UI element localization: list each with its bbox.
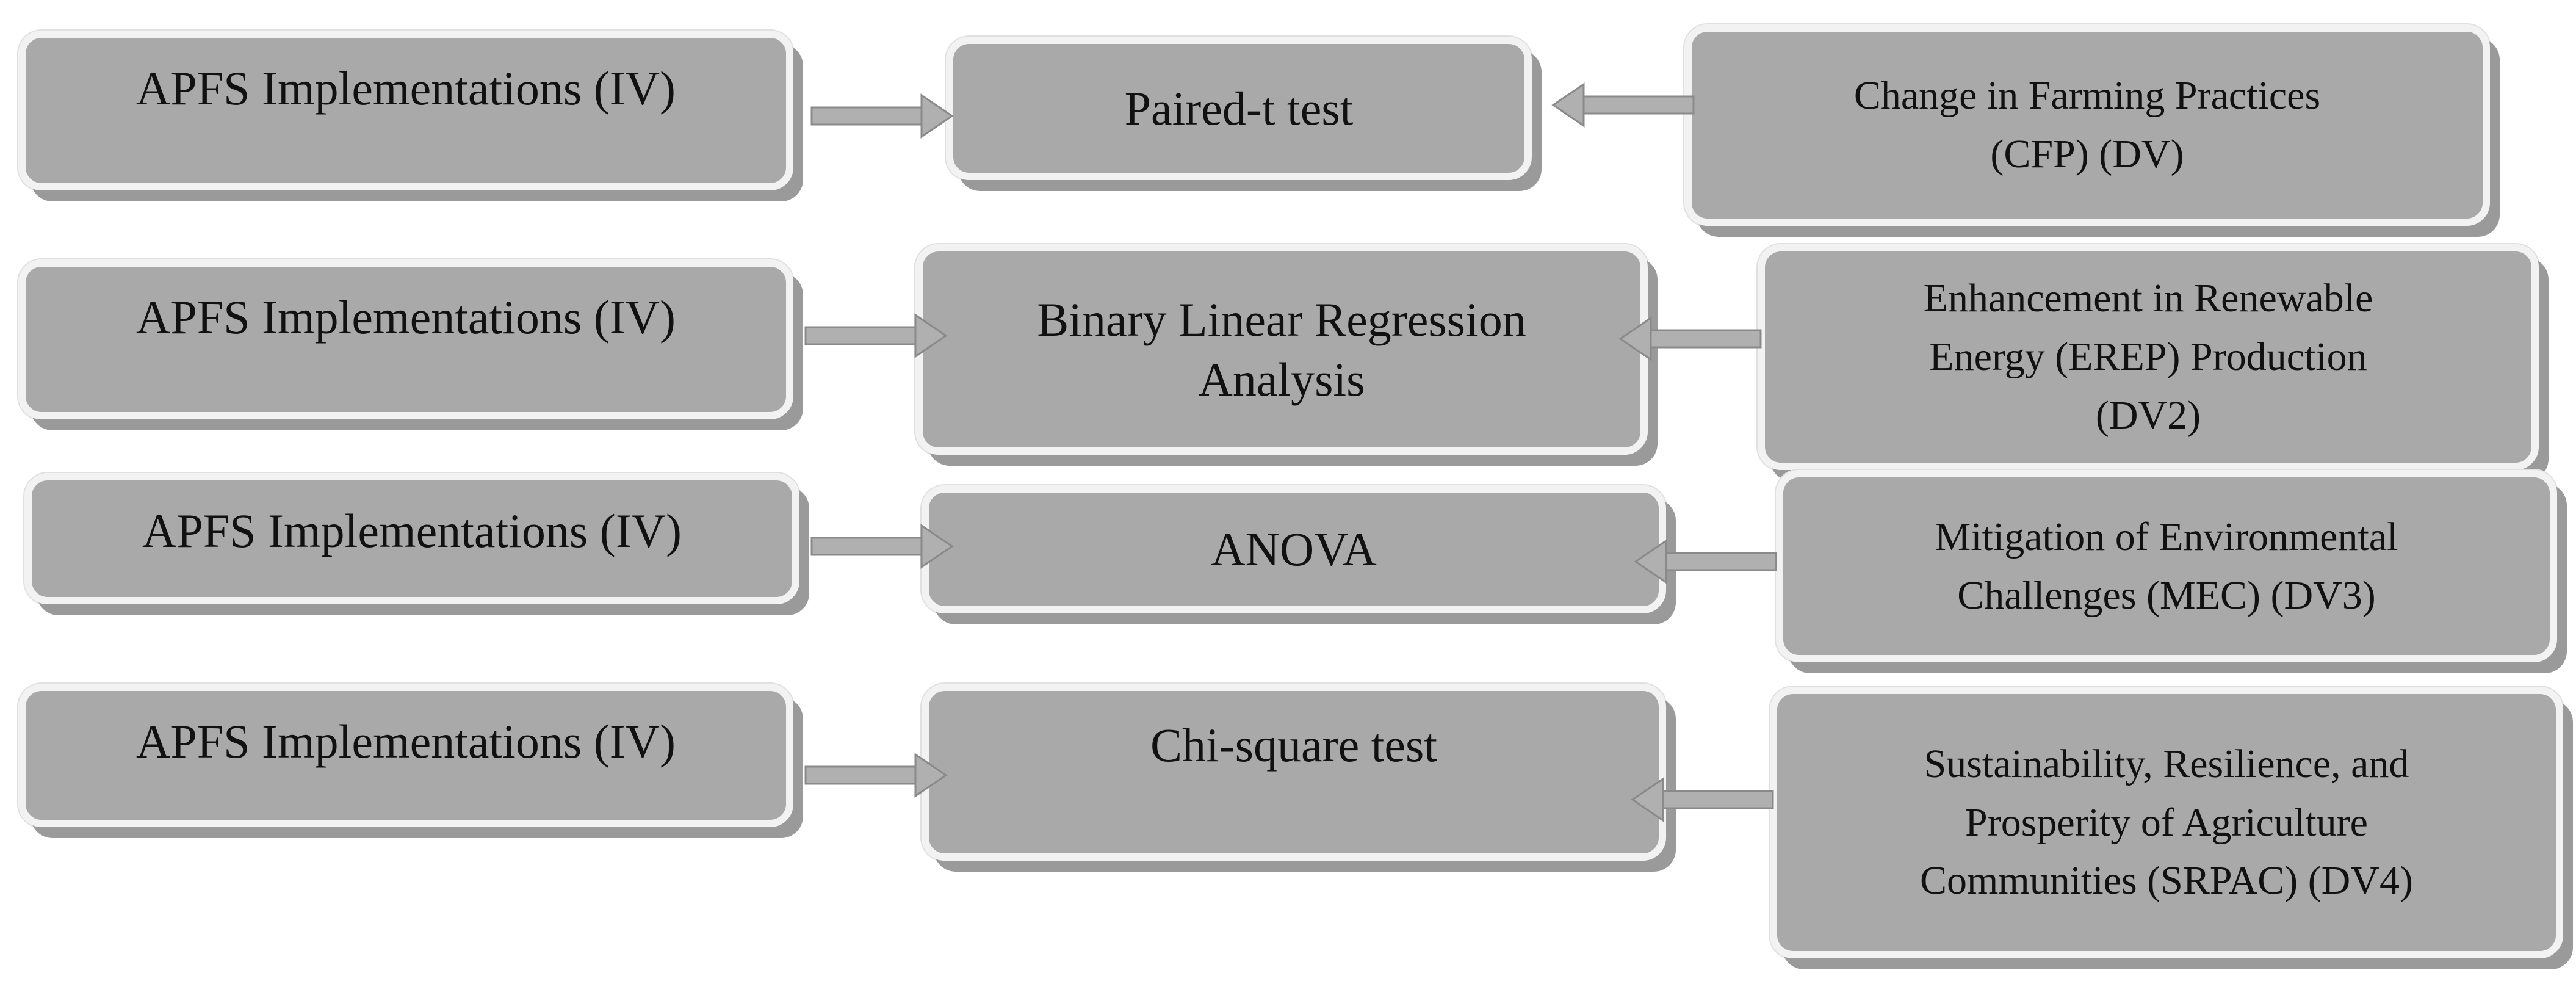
iv-box-row4: APFS Implementations (IV) [18,684,793,827]
arrow-iv-to-paired-t [810,94,953,138]
test-box-anova: ANOVA [922,485,1666,613]
dv-label-srpac: Sustainability, Resilience, and Prosperi… [1920,741,2413,903]
test-label-chi-square: Chi-square test [1150,718,1438,772]
iv-box-row1: APFS Implementations (IV) [18,31,793,190]
arrow-iv-to-regression [804,314,947,358]
dv-label-cfp: Change in Farming Practices (CFP) (DV) [1853,73,2321,176]
iv-label-row4: APFS Implementations (IV) [136,715,676,768]
arrow-cfp-to-paired-t [1552,83,1695,127]
dv-box-srpac: Sustainability, Resilience, and Prosperi… [1770,687,2563,958]
dv-box-mec: Mitigation of Environmental Challenges (… [1776,470,2557,662]
test-label-binary-linear-regression: Binary Linear Regression Analysis [1037,293,1526,406]
iv-label-row2: APFS Implementations (IV) [136,291,676,344]
iv-label-row3: APFS Implementations (IV) [142,504,682,557]
iv-box-row3: APFS Implementations (IV) [24,473,799,604]
dv-label-erep: Enhancement in Renewable Energy (EREP) P… [1923,276,2373,438]
arrow-iv-to-chi-square [804,753,947,797]
test-box-paired-t: Paired-t test [946,37,1532,180]
dv-box-cfp: Change in Farming Practices (CFP) (DV) [1684,24,2490,226]
arrow-iv-to-anova [810,524,953,568]
arrow-srpac-to-chi-square [1631,778,1774,822]
test-label-paired-t: Paired-t test [1124,81,1354,135]
arrow-erep-to-regression [1619,317,1762,361]
dv-label-mec: Mitigation of Environmental Challenges (… [1935,514,2398,618]
test-box-binary-linear-regression: Binary Linear Regression Analysis [915,244,1648,455]
iv-box-row2: APFS Implementations (IV) [18,259,793,419]
dv-box-erep: Enhancement in Renewable Energy (EREP) P… [1758,244,2539,470]
arrow-mec-to-anova [1634,540,1777,584]
test-label-anova: ANOVA [1211,523,1377,576]
test-box-chi-square: Chi-square test [922,684,1666,861]
iv-label-row1: APFS Implementations (IV) [136,62,676,115]
